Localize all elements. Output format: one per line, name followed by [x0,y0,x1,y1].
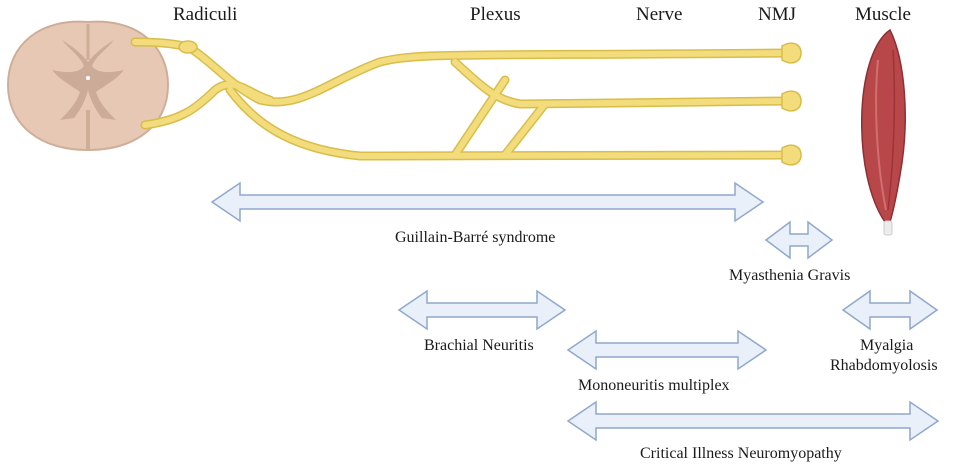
label-myasthenia-gravis: Myasthenia Gravis [729,267,851,284]
label-guillain-barre: Guillain-Barré syndrome [395,229,556,246]
label-myalgia: Myalgia [860,337,914,354]
brachial-arrow [397,289,567,331]
label-mononeuritis-multiplex: Mononeuritis multiplex [578,377,730,394]
mg-arrow [764,220,834,260]
header-muscle: Muscle [855,4,911,25]
header-plexus: Plexus [470,4,521,25]
label-critical-illness-neuromyopathy: Critical Illness Neuromyopathy [640,445,842,462]
header-radiculi: Radiculi [173,4,238,25]
label-rhabdomyolosis: Rhabdomyolosis [830,357,938,374]
nerve-terminals [178,40,802,166]
myalgia-arrow [841,289,939,331]
spinal-cord-cross-section [6,20,170,152]
cinm-arrow [566,400,940,442]
arrows [210,181,940,442]
nerve-pathways [130,37,795,161]
header-nmj: NMJ [758,4,797,25]
muscle-illustration [860,28,906,236]
header-nerve: Nerve [636,4,683,25]
label-brachial-neuritis: Brachial Neuritis [424,337,534,354]
mononeuritis-arrow [566,329,768,371]
gbs-arrow [210,181,765,223]
